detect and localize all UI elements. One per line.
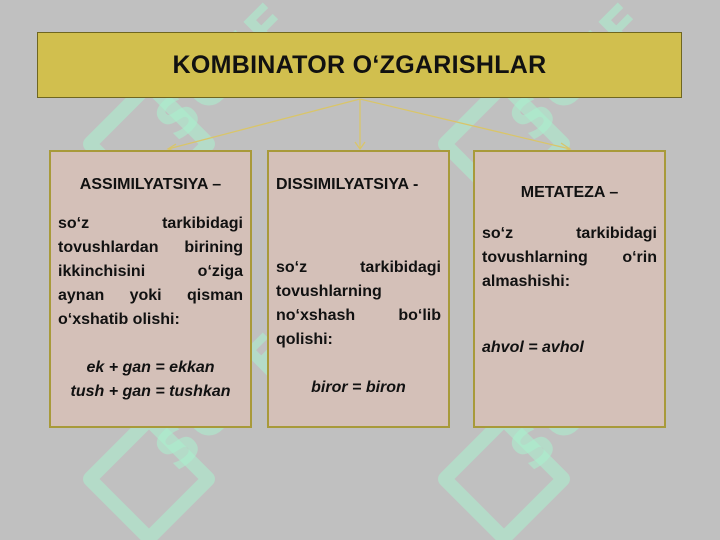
box-heading: ASSIMILYATSIYA – bbox=[79, 176, 222, 193]
metathesis-box: METATEZA – so‘z tarkibidagi tovushlarnin… bbox=[473, 150, 666, 428]
box-description: so‘z tarkibidagi tovushlarning no‘xshash… bbox=[276, 259, 441, 348]
example-line: tush + gan = tushkan bbox=[70, 383, 231, 400]
assimilation-box: ASSIMILYATSIYA – so‘z tarkibidagi tovush… bbox=[49, 150, 252, 428]
example-line: biror = biron bbox=[311, 379, 406, 396]
page-title: KOMBINATOR O‘ZGARISHLAR bbox=[172, 50, 547, 79]
dissimilation-box: DISSIMILYATSIYA - so‘z tarkibidagi tovus… bbox=[267, 150, 450, 428]
connector-right bbox=[359, 98, 571, 150]
box-heading: DISSIMILYATSIYA - bbox=[276, 176, 419, 193]
example-line: ek + gan = ekkan bbox=[86, 359, 215, 376]
box-description: so‘z tarkibidagi tovushlarning o‘rin alm… bbox=[482, 225, 657, 290]
box-heading: METATEZA – bbox=[520, 184, 619, 201]
arrowhead-middle-icon bbox=[354, 141, 366, 151]
connector-left bbox=[167, 98, 361, 150]
title-box: KOMBINATOR O‘ZGARISHLAR bbox=[37, 32, 682, 98]
box-description: so‘z tarkibidagi tovushlardan birining i… bbox=[58, 215, 243, 328]
example-line: ahvol = avhol bbox=[482, 339, 584, 356]
